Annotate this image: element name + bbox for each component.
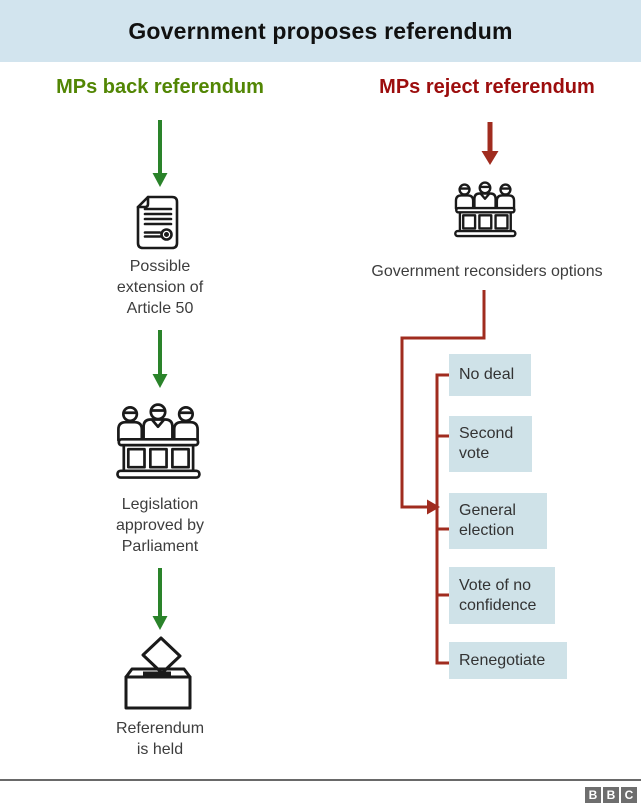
bbc-logo-letter: B — [603, 787, 619, 803]
ballot-box-icon — [124, 636, 192, 710]
down-arrow-green-icon — [152, 330, 168, 388]
step-caption-article50: Possible extension of Article 50 — [116, 258, 204, 317]
right-column-heading: MPs reject referendum — [379, 76, 595, 98]
option-box-second-vote: Second vote — [449, 416, 532, 472]
option-box-no-confidence: Vote of no confidence — [449, 567, 555, 624]
option-box-no-deal: No deal — [449, 354, 531, 396]
option-box-renegotiate: Renegotiate — [449, 642, 567, 679]
right-arrowhead-icon — [427, 499, 440, 515]
parliament-icon — [116, 403, 201, 479]
step-caption-referendum-held: Referendum is held — [115, 720, 205, 758]
parliament-icon — [454, 181, 517, 238]
header-banner: Government proposes referendum — [0, 0, 641, 62]
step-caption-reconsider: Government reconsiders options — [371, 263, 603, 280]
down-arrow-green-icon — [152, 568, 168, 630]
bbc-logo: B B C — [585, 787, 637, 803]
option-box-general-election: General election — [449, 493, 547, 549]
bbc-logo-letter: C — [621, 787, 637, 803]
bbc-logo-letter: B — [585, 787, 601, 803]
footer-divider — [0, 779, 641, 781]
step-caption-legislation: Legislation approved by Parliament — [115, 496, 205, 555]
document-icon — [136, 195, 179, 250]
left-column-heading: MPs back referendum — [56, 76, 264, 98]
page-title: Government proposes referendum — [128, 17, 513, 44]
down-arrow-red-icon — [481, 122, 499, 165]
connector-lines — [400, 290, 486, 665]
down-arrow-green-icon — [152, 120, 168, 187]
